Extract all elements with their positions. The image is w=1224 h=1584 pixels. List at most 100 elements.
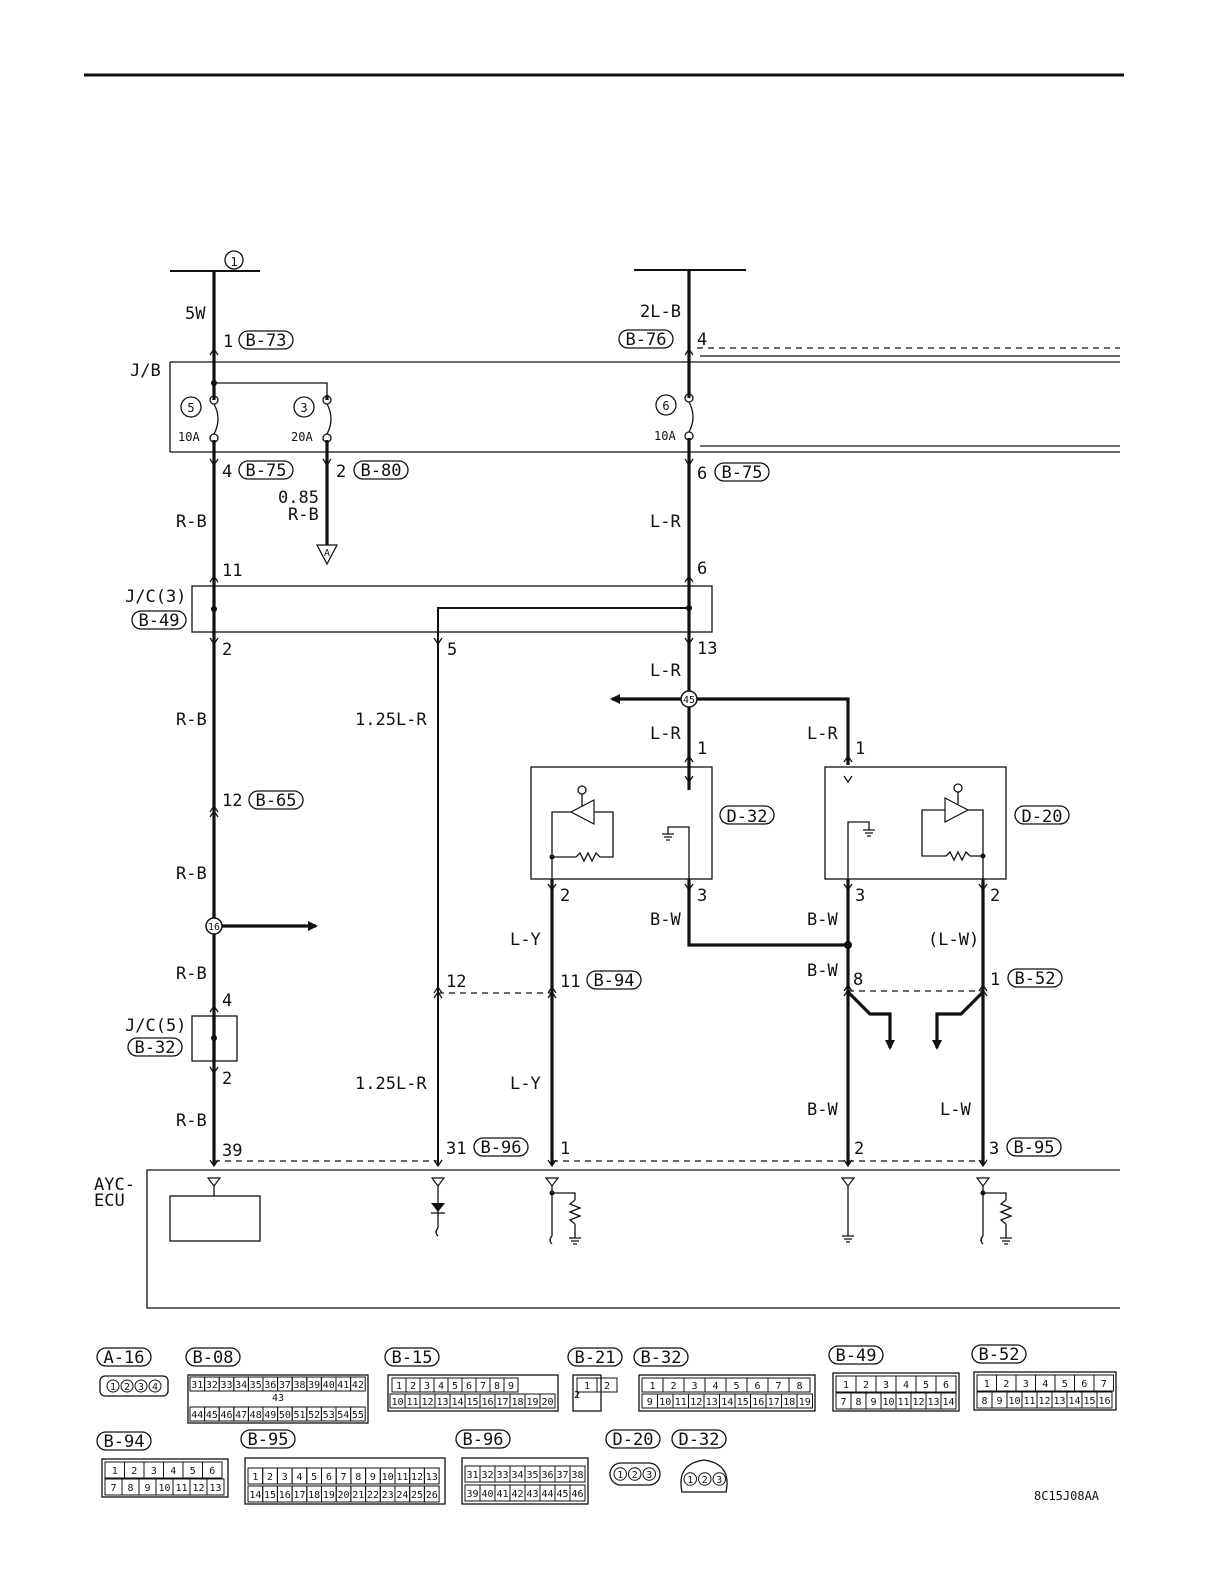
- wire-BW-1: B-W: [650, 910, 681, 930]
- legend-d32: D-32: [679, 1430, 720, 1450]
- legend-pin-number: 42: [511, 1489, 523, 1500]
- junction-block-jb: J/B: [130, 355, 1120, 453]
- fuse-6-number: 6: [662, 399, 669, 413]
- diagram-code: 8C15J08AA: [1034, 1489, 1100, 1503]
- wire-LY-1: L-Y: [510, 930, 541, 950]
- legend-pin-number: 17: [293, 1490, 305, 1501]
- legend-pin-number: 14: [942, 1397, 954, 1408]
- legend-pin-number: 45: [556, 1489, 568, 1500]
- legend-pin-cell: [134, 1379, 148, 1393]
- legend-pin-number: 8: [796, 1381, 802, 1392]
- legend-pin-number: 7: [341, 1472, 347, 1483]
- legend-pin-cell: [569, 1484, 586, 1502]
- legend-b21: B-21: [575, 1348, 616, 1368]
- source-1-label: 1: [230, 255, 237, 269]
- legend-pin-number: 1: [649, 1381, 655, 1392]
- jc5-ref: B-32: [135, 1038, 176, 1058]
- d20-ref: D-20: [1022, 807, 1063, 827]
- legend-pin-cell: [202, 1461, 223, 1479]
- branch-16: 16: [205, 917, 318, 935]
- legend-pin-number: 13: [1053, 1396, 1065, 1407]
- pin-1-d20: 1: [855, 739, 865, 759]
- pin-11-jc3: 11: [222, 561, 242, 581]
- connector-a: A: [315, 544, 339, 566]
- legend-pin-number: 8: [981, 1396, 987, 1407]
- legend-pin-number: 6: [1081, 1379, 1087, 1390]
- legend-pin-number: 16: [279, 1490, 291, 1501]
- legend-pin-number: 2: [702, 1475, 708, 1486]
- pin-2-d20: 2: [990, 886, 1000, 906]
- wire-LR-3: L-R: [650, 724, 681, 744]
- legend-pin-number: 33: [220, 1380, 232, 1391]
- legend-pin-number: 9: [870, 1397, 876, 1408]
- pin-3-d32: 3: [697, 886, 707, 906]
- legend-pin-number: 1: [584, 1381, 590, 1392]
- wire-LW-1: (L-W): [928, 930, 979, 950]
- legend-pin-number: 7: [480, 1381, 486, 1392]
- legend-pin-number: 51: [293, 1410, 305, 1421]
- ref-b96: B-96: [481, 1138, 522, 1158]
- pin-4-b76: 4: [697, 330, 707, 350]
- wire-RB-2: R-B: [176, 710, 207, 730]
- legend-pin-number: 18: [511, 1397, 523, 1408]
- pin-31-b96: 31: [446, 1139, 466, 1159]
- legend-pin-number: 52: [308, 1410, 320, 1421]
- pin-2-b95: 2: [854, 1139, 864, 1159]
- legend-pin-number: 40: [481, 1489, 493, 1500]
- legend-pin-number: 25: [411, 1490, 423, 1501]
- fuse-5: 5 10A: [178, 395, 223, 444]
- legend-pin-number: 41: [496, 1489, 508, 1500]
- legend-pin-cell: [350, 1406, 366, 1422]
- legend-pin-number: 14: [1068, 1396, 1080, 1407]
- legend-pin-number: 42: [352, 1380, 364, 1391]
- legend-pin-number: 9: [996, 1396, 1002, 1407]
- legend-pin-number: 19: [799, 1397, 811, 1408]
- pin-5-jc3: 5: [447, 640, 457, 660]
- fuse-3-number: 3: [300, 401, 307, 415]
- legend-pin-number: 2: [574, 1390, 580, 1401]
- legend-pin-number: 9: [647, 1397, 653, 1408]
- legend-pin-number: 43: [526, 1489, 538, 1500]
- wire-RB-1: R-B: [176, 512, 207, 532]
- pin-12-b94: 12: [446, 972, 466, 992]
- legend-pin-number: 12: [421, 1397, 433, 1408]
- legend-pin-number: 1: [617, 1470, 623, 1481]
- legend-pin-cell: [423, 1467, 440, 1485]
- legend-b08-mid: 43: [272, 1393, 284, 1404]
- legend-pin-number: 9: [508, 1381, 514, 1392]
- legend-pin-number: 12: [192, 1483, 204, 1494]
- wire-RB-3: R-B: [176, 864, 207, 884]
- legend-pin-cell: [712, 1472, 726, 1486]
- legend-pin-number: 5: [1062, 1379, 1068, 1390]
- wire-5W: 5W: [185, 304, 206, 324]
- legend-pin-number: 15: [737, 1397, 749, 1408]
- legend-pin-number: 7: [1101, 1379, 1107, 1390]
- legend-pin-cell: [613, 1467, 627, 1481]
- jc3-ref: B-49: [139, 611, 180, 631]
- joint-connector-jc3: J/C(3) B-49: [125, 585, 713, 633]
- legend-pin-number: 6: [326, 1472, 332, 1483]
- ref-b95: B-95: [1014, 1138, 1055, 1158]
- legend-pin-number: 10: [391, 1397, 403, 1408]
- connector-tags: B-73 B-76 B-75 B-80 B-75 B-65 B-94 B-52 …: [238, 329, 1063, 1158]
- pin-12-b65: 12: [222, 791, 242, 811]
- legend-pin-number: 9: [144, 1483, 150, 1494]
- wire-BW-d20: [844, 879, 852, 1165]
- legend-pin-number: 2: [604, 1381, 610, 1392]
- legend-pin-number: 37: [279, 1380, 291, 1391]
- legend-pin-number: 32: [206, 1380, 218, 1391]
- legend-pin-number: 6: [209, 1466, 215, 1477]
- legend-pin-number: 2: [632, 1470, 638, 1481]
- jc5-label: J/C(5): [125, 1016, 186, 1036]
- legend-pin-number: 10: [1008, 1396, 1020, 1407]
- legend-pin-cell: [503, 1377, 519, 1393]
- legend-pin-number: 32: [481, 1470, 493, 1481]
- legend-pin-number: 14: [249, 1490, 261, 1501]
- fuse-3: 3 20A: [291, 395, 336, 444]
- pin-11-b94: 11: [560, 972, 580, 992]
- legend-pin-cell: [788, 1377, 811, 1393]
